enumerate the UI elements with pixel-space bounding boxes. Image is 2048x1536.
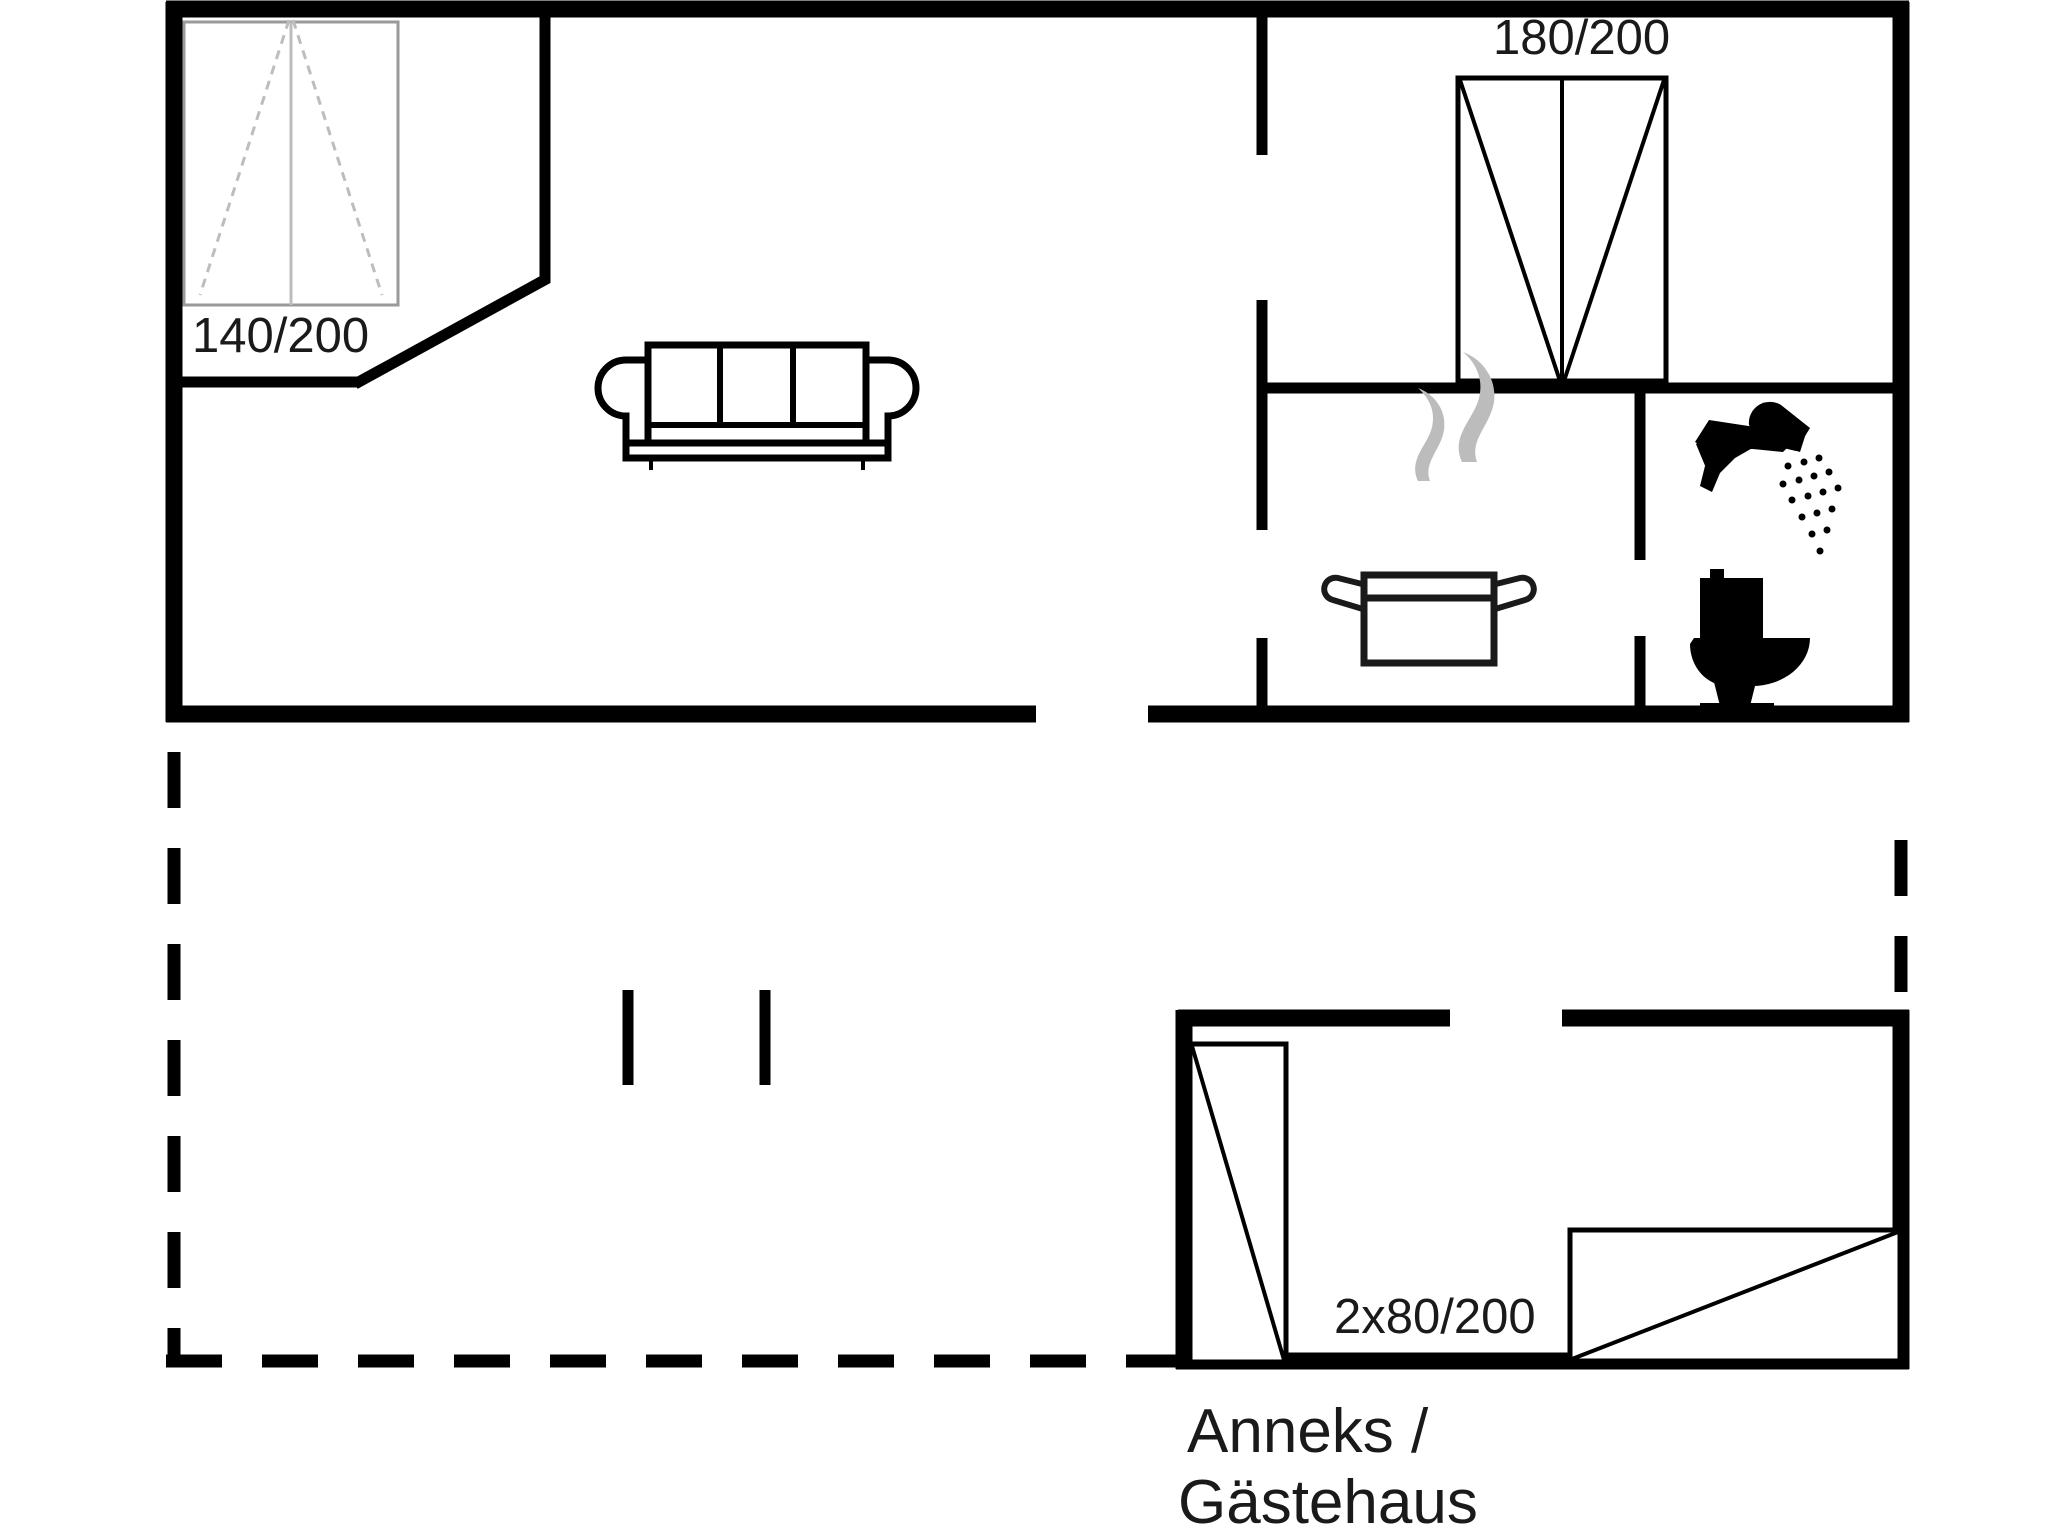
annex-bed-vertical xyxy=(1187,1041,1289,1365)
bed-140-200: 140/200 xyxy=(182,19,400,363)
steam-right xyxy=(1458,352,1495,462)
steam-left xyxy=(1415,388,1445,481)
terrace-gate-marks xyxy=(622,990,771,1085)
annex-bed-vertical-fold xyxy=(1190,1045,1286,1361)
shower-head-body xyxy=(1763,416,1808,452)
bed-180-200: 180/200 xyxy=(1455,11,1670,384)
annex-bed-horizontal-fold xyxy=(1571,1230,1899,1361)
toilet-icon xyxy=(1690,569,1810,714)
sofa-icon xyxy=(594,341,920,470)
bed-fold-left xyxy=(198,19,291,296)
sofa-arm-left xyxy=(594,356,655,452)
pot-handle-right xyxy=(1489,574,1537,615)
toilet-base xyxy=(1700,703,1774,714)
bed-180-200-label: 180/200 xyxy=(1493,11,1670,65)
bed-140-200-label: 140/200 xyxy=(192,309,369,363)
pot-handle-left xyxy=(1321,574,1369,615)
annex-bed-horizontal xyxy=(1567,1227,1903,1364)
main-house-walls xyxy=(165,0,1910,723)
annex-caption-line1: Anneks / xyxy=(1187,1397,1429,1466)
double-bed-fold-right xyxy=(1562,79,1666,382)
annex-caption-line2: Gästehaus xyxy=(1178,1468,1478,1536)
sofa-back xyxy=(644,341,870,461)
shower-head-icon xyxy=(1695,401,1842,555)
cooking-pot-icon xyxy=(1321,352,1537,667)
bed-2x80-200-label: 2x80/200 xyxy=(1334,1290,1536,1344)
toilet-bowl xyxy=(1690,638,1810,686)
sofa-arm-right xyxy=(859,356,920,452)
shower-droplets xyxy=(1779,454,1842,555)
wall-bedroom1-angled xyxy=(352,273,551,389)
sofa-apron xyxy=(622,439,892,462)
bed-fold-right xyxy=(291,19,384,296)
double-bed-fold-left xyxy=(1458,79,1562,382)
interior-walls-right xyxy=(1256,9,1901,718)
toilet-cistern xyxy=(1700,578,1763,642)
terrace-outline xyxy=(166,752,1908,1368)
bedroom-1-partition xyxy=(174,2,551,389)
toilet-pedestal xyxy=(1714,682,1756,706)
pot-body xyxy=(1360,571,1498,667)
